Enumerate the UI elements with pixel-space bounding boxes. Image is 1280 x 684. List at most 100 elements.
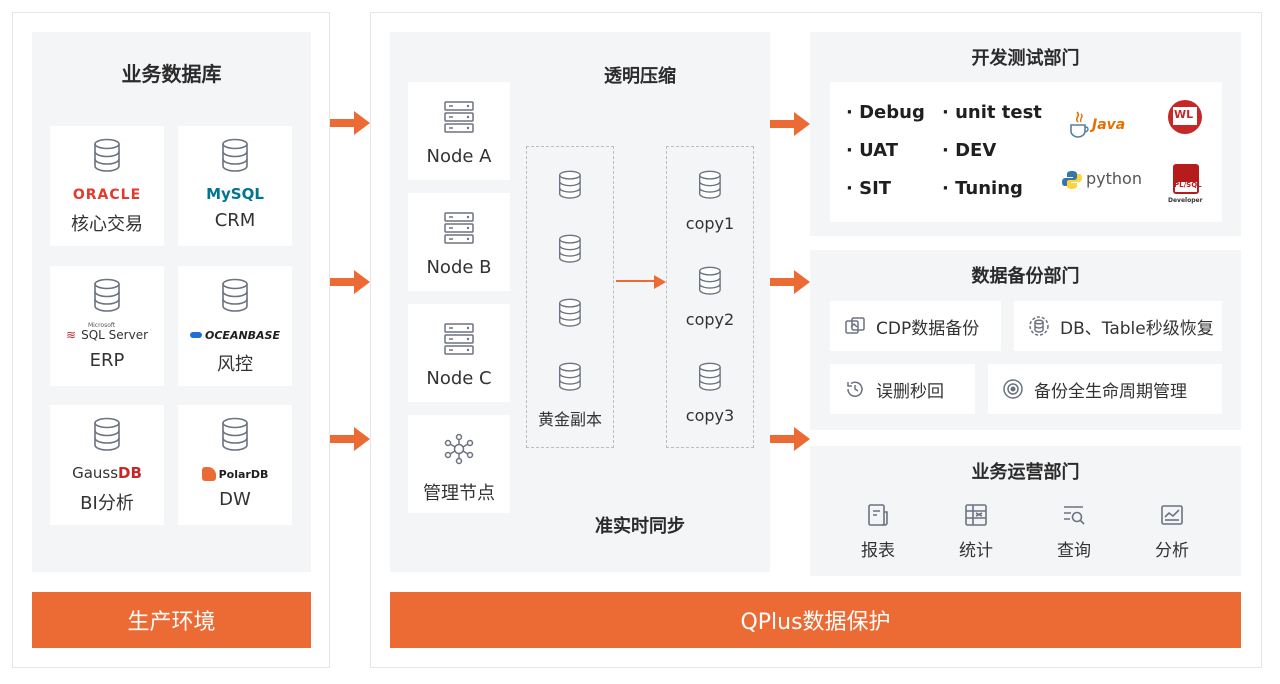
item-unit-test: · unit test	[942, 102, 1042, 123]
database-icon	[559, 362, 581, 391]
feature-table-label: DB、Table秒级恢复	[1060, 318, 1214, 339]
ops-item-report[interactable]: 报表	[833, 502, 923, 561]
node-label: Node A	[426, 146, 492, 167]
java-logo: Java	[1068, 108, 1138, 142]
report-icon	[868, 504, 888, 526]
db-card[interactable]: GaussDB BI分析	[50, 405, 164, 525]
database-icon	[699, 170, 721, 199]
database-icon	[94, 417, 120, 451]
ops-item-analysis[interactable]: 分析	[1127, 502, 1217, 561]
ops-item-query[interactable]: 查询	[1029, 502, 1119, 561]
ops-dept-title: 业务运营部门	[971, 462, 1080, 483]
plsql-sub-text: Developer	[1168, 197, 1203, 204]
ops-dept-panel: 业务运营部门	[810, 446, 1241, 576]
plsql-text: PL/SQL	[1174, 181, 1202, 189]
database-icon	[559, 298, 581, 327]
business-db-title: 业务数据库	[121, 62, 222, 86]
item-sit: · SIT	[846, 178, 892, 199]
arrow-right-icon	[770, 427, 810, 451]
node-card[interactable]: Node C	[408, 304, 510, 402]
oracle-logo: ORACLE	[72, 187, 142, 203]
ops-item-stats-label: 统计	[959, 541, 993, 561]
node-card[interactable]: Node B	[408, 193, 510, 291]
item-dev: · DEV	[942, 140, 997, 161]
item-tuning: · Tuning	[942, 178, 1023, 199]
polardb-logo: PolarDB	[201, 463, 268, 482]
database-icon	[699, 266, 721, 295]
network-icon	[444, 433, 474, 465]
db-card-label: 风控	[217, 354, 253, 375]
arrow-right-icon	[770, 270, 810, 294]
spreadsheet-icon	[965, 504, 987, 526]
arrow-right-icon	[770, 112, 810, 136]
compress-title: 透明压缩	[604, 66, 676, 87]
database-icon	[94, 138, 120, 172]
dev-dept-title: 开发测试部门	[971, 48, 1080, 69]
mysql-logo: MySQL	[206, 185, 264, 203]
db-card[interactable]: MySQL CRM	[178, 126, 292, 246]
arrow-right-icon	[330, 270, 370, 294]
weblogic-logo: WL	[1168, 100, 1202, 134]
qplus-footer: QPlus数据保护	[390, 592, 1241, 648]
feature-lifecycle-label: 备份全生命周期管理	[1034, 381, 1187, 402]
item-debug: · Debug	[846, 102, 925, 123]
python-logo: python	[1062, 168, 1152, 192]
backup-dept-title: 数据备份部门	[971, 266, 1080, 287]
sqlserver-logo: Microsoft≋ SQL Server	[65, 322, 149, 342]
database-icon	[222, 138, 248, 172]
chart-image-icon	[1161, 505, 1183, 525]
db-card-label: CRM	[214, 210, 256, 231]
feature-cdp-label: CDP数据备份	[876, 318, 980, 339]
feature-table-restore: DB、Table秒级恢复	[1014, 301, 1222, 351]
node-label: Node B	[426, 257, 492, 278]
db-card-label: BI分析	[80, 493, 134, 514]
db-card[interactable]: PolarDB DW	[178, 405, 292, 525]
server-icon	[444, 323, 474, 355]
feature-undelete-label: 误删秒回	[876, 381, 944, 402]
golden-copy-label: 黄金副本	[537, 410, 602, 429]
dev-dept-panel: 开发测试部门 · Debug · unit test · UAT · DEV ·…	[810, 32, 1241, 236]
database-icon	[94, 278, 120, 312]
arrow-right-icon	[330, 427, 370, 451]
copy-label: copy2	[685, 310, 735, 329]
ops-item-stats[interactable]: 统计	[931, 502, 1021, 561]
sync-icon	[845, 317, 865, 334]
search-list-icon	[1064, 506, 1085, 525]
python-icon	[1062, 171, 1082, 189]
copy-label: copy1	[685, 214, 735, 233]
ops-item-analysis-label: 分析	[1155, 541, 1189, 561]
java-cup-icon	[1070, 111, 1089, 138]
arrow-right-icon	[616, 275, 666, 289]
java-text: Java	[1092, 117, 1126, 133]
mgmt-node-card[interactable]: 管理节点	[408, 415, 510, 513]
db-card[interactable]: Microsoft≋ SQL Server ERP	[50, 266, 164, 386]
db-card[interactable]: ORACLE 核心交易	[50, 126, 164, 246]
python-text: python	[1086, 169, 1142, 188]
golden-copy-box	[526, 146, 614, 448]
feature-lifecycle: 备份全生命周期管理	[988, 364, 1222, 414]
feature-undelete: 误删秒回	[830, 364, 975, 414]
arrow-right-icon	[330, 111, 370, 135]
production-footer: 生产环境	[32, 592, 311, 648]
ops-item-query-label: 查询	[1057, 541, 1091, 561]
database-refresh-icon	[1029, 316, 1049, 336]
copy-label: copy3	[685, 406, 735, 425]
node-card[interactable]: Node A	[408, 82, 510, 180]
feature-cdp-backup: CDP数据备份	[830, 301, 1001, 351]
sync-title: 准实时同步	[595, 516, 685, 537]
node-label: Node C	[426, 368, 492, 389]
oceanbase-logo: OCEANBASE	[190, 324, 280, 343]
db-card-label: 核心交易	[71, 214, 143, 235]
ops-item-report-label: 报表	[861, 541, 895, 561]
lifecycle-icon	[1003, 379, 1023, 399]
db-card-label: ERP	[89, 350, 125, 371]
server-icon	[444, 101, 474, 133]
database-icon	[559, 170, 581, 199]
history-icon	[847, 381, 863, 397]
copies-box	[666, 146, 754, 448]
weblogic-text: WL	[1174, 108, 1194, 121]
database-icon	[222, 278, 248, 312]
server-icon	[444, 212, 474, 244]
db-card[interactable]: OCEANBASE 风控	[178, 266, 292, 386]
item-uat: · UAT	[846, 140, 898, 161]
